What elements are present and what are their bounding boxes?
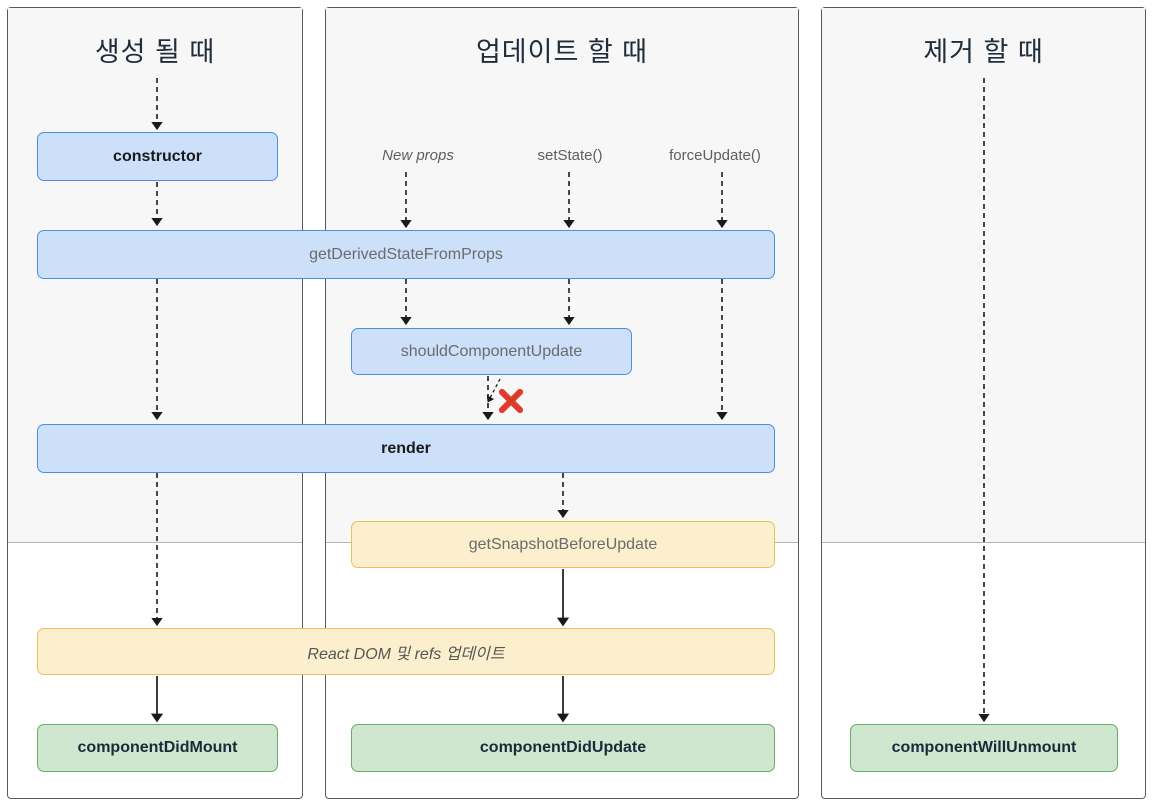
node-component-did-update[interactable]: componentDidUpdate	[351, 724, 775, 772]
node-react-dom-and-refs-update[interactable]: React DOM 및 refs 업데이트	[37, 628, 775, 675]
node-render[interactable]: render	[37, 424, 775, 473]
node-get-snapshot-before-update[interactable]: getSnapshotBeforeUpdate	[351, 521, 775, 568]
node-component-will-unmount[interactable]: componentWillUnmount	[850, 724, 1118, 772]
panel-updating	[325, 7, 799, 799]
panel-mounting-title: 생성 될 때	[94, 37, 216, 67]
node-component-did-mount[interactable]: componentDidMount	[37, 724, 278, 772]
trigger-label-force-update: forceUpdate()	[669, 147, 761, 164]
node-constructor[interactable]: constructor	[37, 132, 278, 181]
panel-unmounting	[821, 7, 1146, 799]
trigger-label-set-state: setState()	[537, 147, 603, 164]
panel-updating-title: 업데이트 할 때	[475, 37, 649, 67]
node-get-derived-state-from-props[interactable]: getDerivedStateFromProps	[37, 230, 775, 279]
panel-mounting	[7, 7, 303, 799]
panel-unmounting-title: 제거 할 때	[923, 37, 1044, 67]
node-should-component-update[interactable]: shouldComponentUpdate	[351, 328, 632, 375]
trigger-label-new-props: New props	[382, 147, 454, 164]
